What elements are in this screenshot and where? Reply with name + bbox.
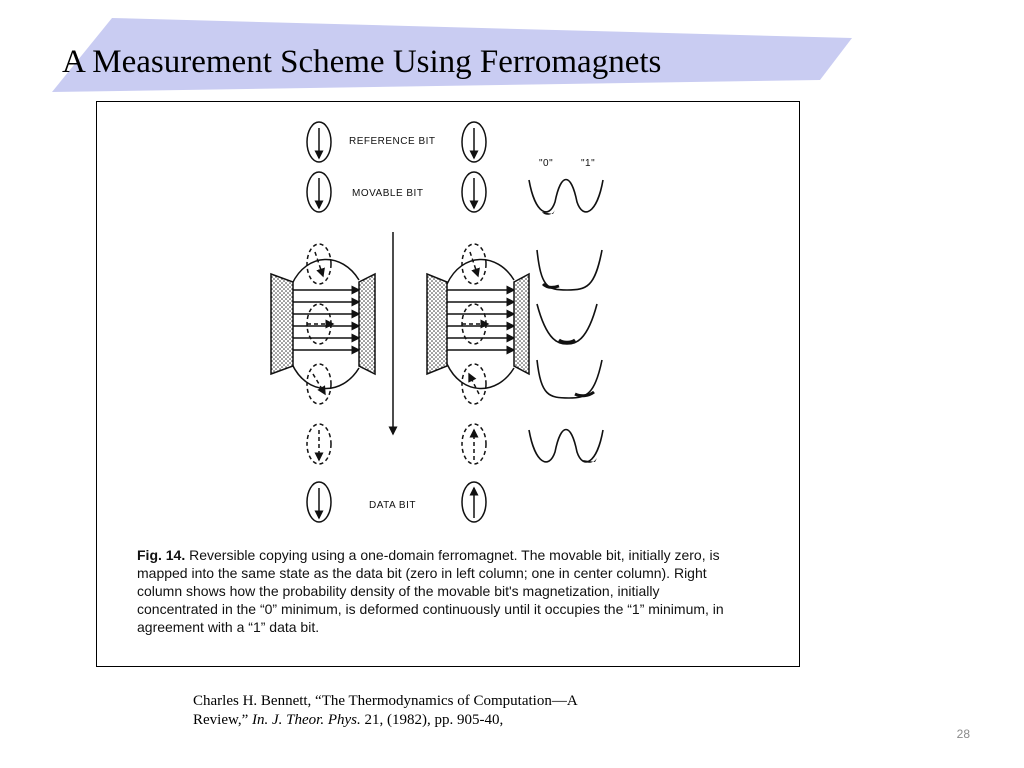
slide-title: A Measurement Scheme Using Ferromagnets [62,44,662,80]
movable-bit-center-tilt-b [461,363,487,405]
page-number: 28 [956,727,970,741]
potential-double-well-initial [528,178,604,215]
reference-bit-center [461,121,487,163]
data-bit-label: DATA BIT [369,500,416,511]
movable-bit-center-initial [461,171,487,213]
reference-bit-label: REFERENCE BIT [349,136,436,147]
citation: Charles H. Bennett, “The Thermodynamics … [193,692,593,730]
figure-caption-label: Fig. 14. [137,547,186,563]
magnet-center-pole-a [426,272,448,376]
field-lines-left [291,258,361,390]
center-column [426,121,530,523]
figure-caption-text: Reversible copying using a one-domain fe… [137,547,724,635]
citation-volume-pages: 21, (1982), pp. 905-40, [360,712,504,728]
figure-frame: REFERENCE BIT MOVABLE BIT DATA BIT "0" "… [96,101,800,667]
movable-bit-left-initial [306,171,332,213]
potential-tilted-well [536,359,603,399]
potential-single-well [536,303,598,345]
magnet-left-pole-a [270,272,294,376]
magnet-center-pole-b [513,272,530,376]
figure-diagram: REFERENCE BIT MOVABLE BIT DATA BIT "0" "… [270,121,604,523]
data-bit-left [306,481,332,523]
citation-authors-title: Charles H. Bennett, “The Thermodynamics … [193,693,577,728]
potential-flat-well [536,249,603,291]
one-minimum-label: "1" [581,158,595,169]
field-lines-center [446,258,516,390]
movable-bit-left-final [306,423,332,465]
movable-bit-center-tilt-a [461,243,487,285]
reference-bit-left [306,121,332,163]
movable-bit-left-tilt-a [306,243,332,285]
movable-bit-left-mid [306,303,335,345]
movable-bit-center-final [461,423,487,465]
magnet-left-pole-b [358,272,376,376]
potential-double-well-final [528,428,604,463]
movable-bit-center-mid [461,303,490,345]
title-band [52,18,852,92]
right-column-potentials [528,178,604,463]
left-column [270,121,376,523]
data-bit-center [461,481,487,523]
movable-bit-left-tilt-b [306,363,332,405]
citation-journal: In. J. Theor. Phys. [252,712,361,728]
figure-caption: Fig. 14. Reversible copying using a one-… [137,546,737,636]
zero-minimum-label: "0" [539,158,553,169]
movable-bit-label: MOVABLE BIT [352,188,423,199]
